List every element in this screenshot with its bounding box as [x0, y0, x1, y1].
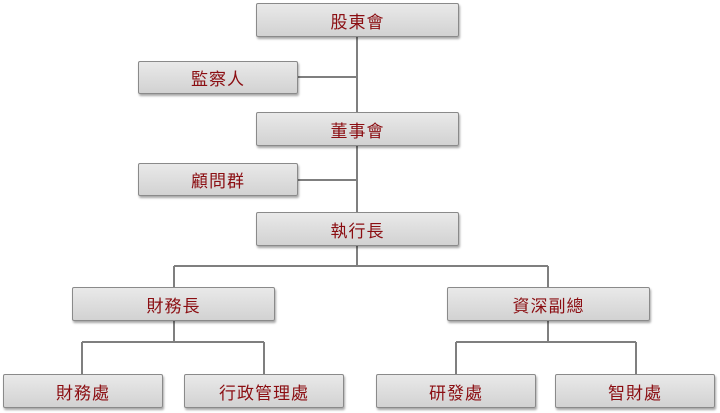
- node-ip-dept: 智財處: [555, 374, 715, 408]
- node-rnd-dept: 研發處: [376, 374, 536, 408]
- node-shareholders: 股東會: [256, 3, 459, 37]
- node-board: 董事會: [256, 112, 459, 146]
- node-cfo: 財務長: [72, 287, 275, 321]
- node-supervisor: 監察人: [138, 61, 298, 94]
- node-admin-dept: 行政管理處: [184, 374, 344, 408]
- node-svp: 資深副總: [447, 287, 650, 321]
- node-finance-dept: 財務處: [3, 374, 163, 408]
- node-advisors: 顧問群: [138, 163, 298, 196]
- node-ceo: 執行長: [256, 212, 459, 246]
